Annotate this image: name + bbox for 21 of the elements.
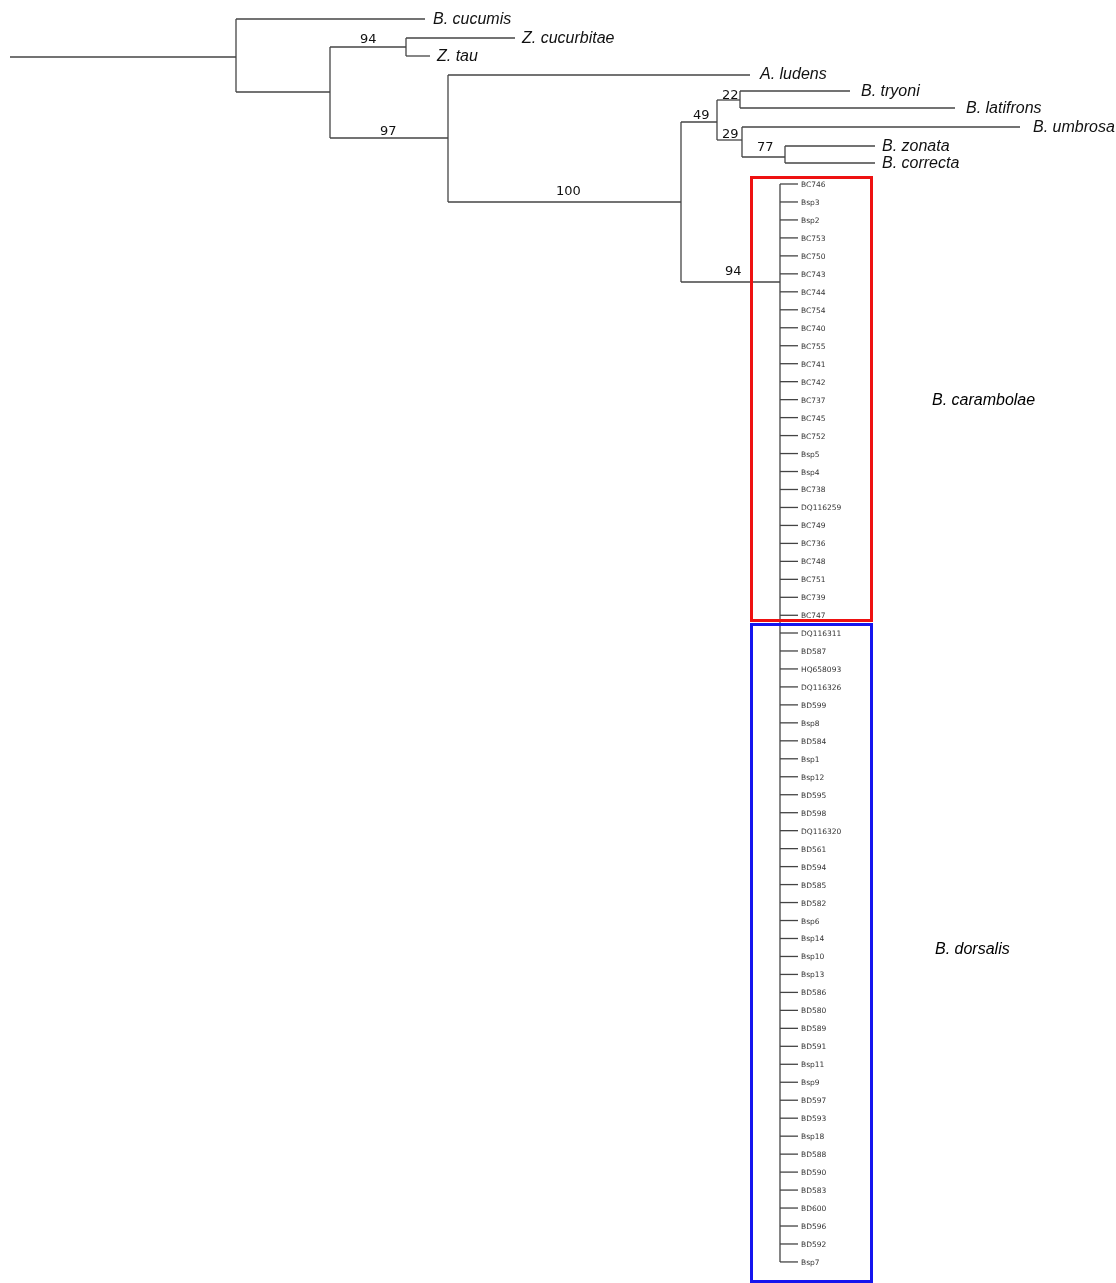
- bootstrap-value: 77: [757, 138, 774, 154]
- bootstrap-value: 94: [360, 30, 377, 46]
- species-label: B. zonata: [882, 137, 950, 155]
- clade-box: [750, 623, 873, 1283]
- species-label: B. correcta: [882, 154, 960, 172]
- bootstrap-value: 29: [722, 125, 739, 141]
- bootstrap-value: 22: [722, 86, 739, 102]
- bootstrap-value: 94: [725, 262, 742, 278]
- clade-label: B. dorsalis: [935, 940, 1010, 958]
- bootstrap-value: 49: [693, 106, 710, 122]
- species-label: Z. tau: [437, 47, 478, 65]
- clade-label: B. carambolae: [932, 391, 1036, 409]
- species-label: B. latifrons: [966, 99, 1042, 117]
- bootstrap-value: 97: [380, 122, 397, 138]
- species-label: Z. cucurbitae: [522, 29, 615, 47]
- clade-box: [750, 176, 873, 622]
- species-label: B. cucumis: [433, 10, 512, 28]
- bootstrap-value: 100: [556, 182, 581, 198]
- species-label: B. tryoni: [861, 82, 920, 100]
- species-label: A. ludens: [760, 65, 827, 83]
- species-label: B. umbrosa: [1033, 118, 1115, 136]
